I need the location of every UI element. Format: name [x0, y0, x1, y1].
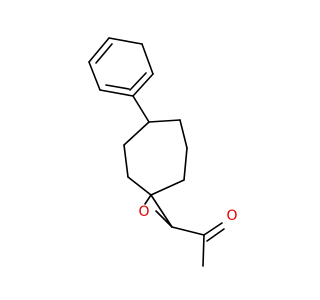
double-bond-inner: [129, 72, 147, 91]
bond: [88, 37, 110, 63]
bond: [203, 222, 223, 236]
bond: [202, 234, 205, 267]
bond: [99, 89, 134, 97]
bond: [150, 179, 185, 196]
cycloheptane-ring: [123, 119, 188, 196]
bond: [155, 210, 173, 228]
double-bond-inner: [206, 228, 225, 242]
bond: [123, 121, 150, 146]
bond: [108, 37, 143, 45]
oxygen-atom-label: O: [226, 208, 237, 224]
bond: [150, 194, 173, 228]
bond: [132, 73, 154, 97]
bond: [179, 119, 188, 149]
epoxide-ring: [144, 194, 173, 228]
bond: [132, 95, 150, 123]
bond: [183, 147, 188, 181]
bond: [171, 226, 205, 236]
bond: [144, 194, 152, 205]
phenyl-ring: [88, 37, 154, 97]
molecule-structure: O O: [88, 37, 238, 267]
double-bond-inner: [105, 84, 130, 90]
bond: [148, 119, 181, 123]
bond: [88, 61, 101, 91]
oxygen-atom-label: O: [138, 204, 149, 220]
molecule-canvas: O O: [88, 37, 238, 267]
bond: [123, 144, 129, 178]
double-bond-inner: [95, 43, 113, 64]
acetyl-group: [171, 222, 225, 267]
bond: [127, 176, 152, 196]
bond: [141, 43, 154, 75]
